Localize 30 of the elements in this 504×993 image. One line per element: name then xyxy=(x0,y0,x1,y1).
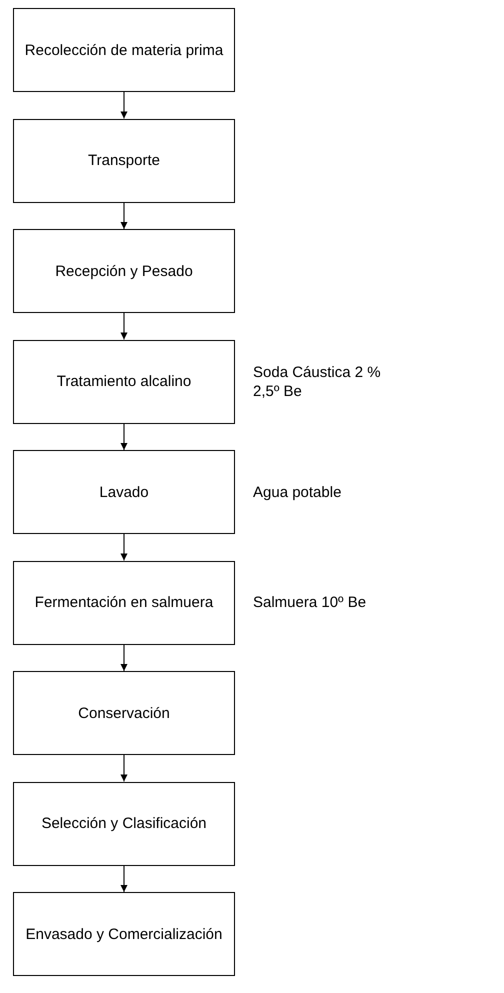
process-box xyxy=(13,560,235,644)
step-label: Fermentación en salmuera xyxy=(34,593,214,612)
process-box xyxy=(13,8,235,92)
arrow xyxy=(120,92,128,119)
arrow xyxy=(120,202,128,230)
process-box xyxy=(13,782,235,866)
step-label: Conservación xyxy=(77,704,171,722)
input-note: Soda Cáustica 2 % xyxy=(253,362,381,382)
input-note: Salmuera 10º Be xyxy=(253,593,366,612)
step-label: Transporte xyxy=(87,151,161,170)
step-label: Recepción y Pesado xyxy=(54,262,194,280)
arrow xyxy=(120,534,128,561)
process-box xyxy=(13,340,235,424)
arrow xyxy=(120,754,128,782)
process-box xyxy=(13,118,235,202)
input-note: 2,5º Be xyxy=(253,382,302,400)
step-label: Selección y Clasificación xyxy=(40,814,208,833)
arrow xyxy=(120,865,128,892)
process-box xyxy=(13,229,235,313)
arrow xyxy=(120,423,128,450)
process-box xyxy=(13,892,235,976)
input-note: Agua potable xyxy=(253,482,342,502)
arrow xyxy=(120,644,128,672)
step-label: Envasado y Comercialización xyxy=(24,924,224,944)
arrow xyxy=(120,312,128,340)
process-box xyxy=(13,671,235,755)
step-label: Tratamiento alcalino xyxy=(56,372,192,391)
process-box xyxy=(13,450,235,534)
step-label: Recolección de materia prima xyxy=(24,40,224,60)
step-label: Lavado xyxy=(98,482,150,502)
